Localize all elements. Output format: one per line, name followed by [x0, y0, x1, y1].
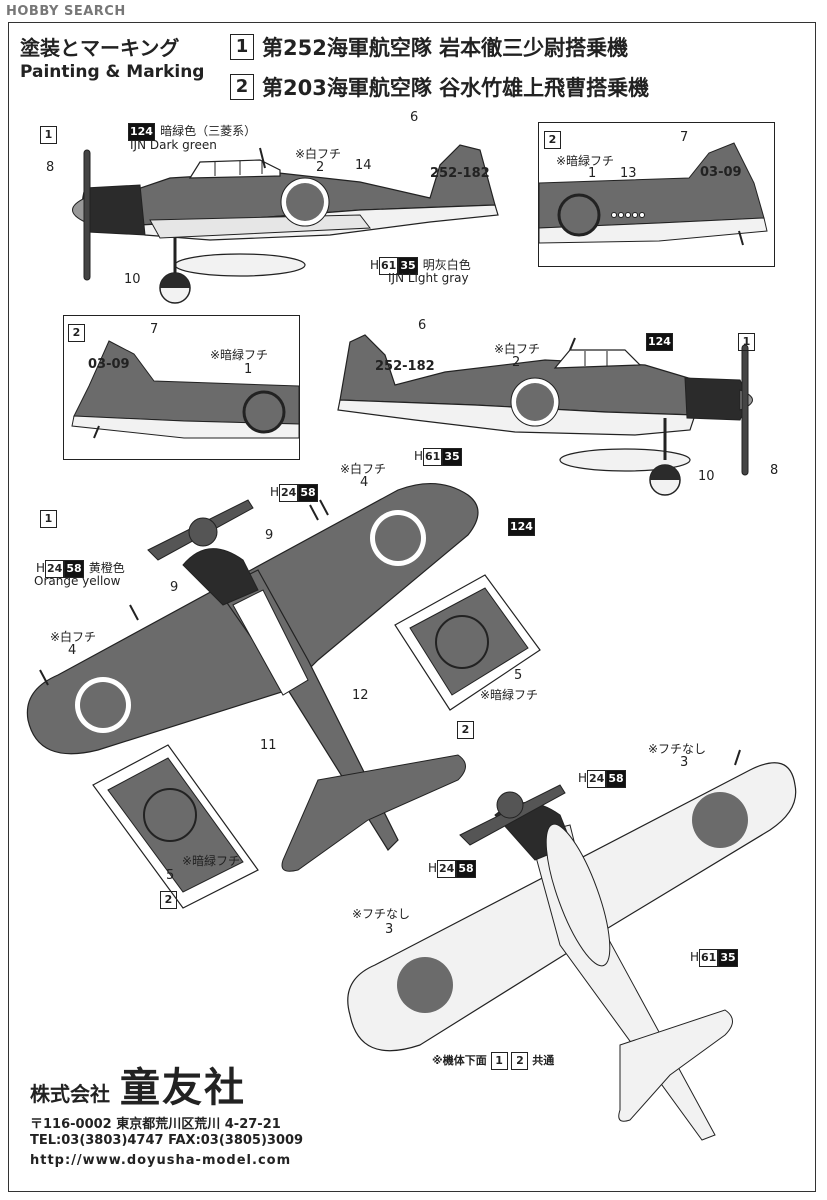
tail-code-2b: 03-09: [88, 357, 130, 372]
callout-7b: 7: [150, 322, 159, 337]
note-dark-border-a: ※暗緑フチ: [556, 154, 615, 168]
marking-tag-1b: 1: [738, 330, 755, 351]
note-white-border-c: ※白フチ: [340, 462, 387, 476]
note-no-border-b: ※フチなし: [352, 907, 411, 921]
note-white-border-b: ※白フチ: [494, 342, 541, 356]
paint-h35-code: 35: [398, 257, 418, 275]
note-dark-border-c: ※暗緑フチ: [480, 688, 539, 702]
marking-tag-1c: 1: [40, 507, 57, 528]
tail-code-2a: 03-09: [700, 165, 742, 180]
callout-9a: 9: [265, 528, 274, 543]
callout-9b: 9: [170, 580, 179, 595]
note-dark-border-b: ※暗緑フチ: [210, 348, 269, 362]
bottom-view: [347, 749, 797, 1141]
callout-3b: 3: [385, 922, 394, 937]
callout-4a: 4: [360, 475, 369, 490]
paint-code-124b-tag: 124: [646, 330, 673, 351]
callout-2b: 2: [512, 355, 521, 370]
paint-124-jp: 暗緑色（三菱系）: [160, 124, 257, 138]
tail-code-1a: 252-182: [430, 166, 490, 181]
note-white-border-a: ※白フチ: [295, 147, 342, 161]
paint-code-124c-tag: 124: [508, 515, 535, 536]
paint-code-124: 124: [128, 123, 155, 141]
marking-2-text: 第203海軍航空隊 谷水竹雄上飛曹搭乗機: [262, 76, 650, 100]
callout-4b: 4: [68, 643, 77, 658]
marking-1-title: 1 第252海軍航空隊 岩本徹三少尉搭乗機: [230, 32, 628, 62]
marking-tag-2c: 2: [457, 718, 474, 739]
callout-1a: 1: [588, 166, 597, 181]
top-view: [26, 482, 479, 872]
callout-12: 12: [352, 688, 369, 703]
inset-tail-2a: [538, 122, 775, 267]
callout-7a: 7: [680, 130, 689, 145]
company-url: http://www.doyusha-model.com: [30, 1153, 292, 1168]
callout-1b: 1: [244, 362, 253, 377]
callout-6a: 6: [410, 110, 419, 125]
marking-tag-2a: 2: [544, 128, 561, 149]
title-jp: 塗装とマーキング: [20, 36, 180, 60]
company-name: 株式会社 童友社: [30, 1055, 246, 1113]
marking-2-title: 2 第203海軍航空隊 谷水竹雄上飛曹搭乗機: [230, 72, 649, 102]
note-no-border-a: ※フチなし: [648, 742, 707, 756]
callout-5a: 5: [514, 668, 523, 683]
paint-h61-en: IJN Light gray: [388, 271, 469, 285]
note-dark-border-d: ※暗緑フチ: [182, 854, 241, 868]
marking-1-text: 第252海軍航空隊 岩本徹三少尉搭乗機: [262, 36, 629, 60]
side-view-left: 252-182: [72, 144, 499, 304]
callout-11: 11: [260, 738, 277, 753]
callout-14: 14: [355, 158, 372, 173]
callout-3a: 3: [680, 755, 689, 770]
tail-code-1b: 252-182: [375, 359, 435, 374]
paint-h61-prefix: H: [370, 258, 380, 272]
underside-note: ※機体下面 1 2 共通: [432, 1052, 554, 1070]
paint-h61-code: 61: [379, 257, 399, 275]
company-address: 〒116-0002 東京都荒川区荒川 4-27-21: [30, 1117, 281, 1132]
inset-tail-2b: [63, 315, 300, 460]
callout-2a: 2: [316, 160, 325, 175]
callout-8b: 8: [770, 463, 779, 478]
note-white-border-d: ※白フチ: [50, 630, 97, 644]
inset-wing-2a: [390, 570, 541, 720]
callout-10a: 10: [124, 272, 141, 287]
callout-8a: 8: [46, 160, 55, 175]
company-prefix: 株式会社: [30, 1082, 110, 1106]
paint-h24-en: Orange yellow: [34, 574, 121, 588]
callout-13: 13: [620, 166, 637, 181]
company-tel-fax: TEL:03(3803)4747 FAX:03(3805)3009: [30, 1133, 304, 1148]
marking-tag-2d: 2: [160, 888, 177, 909]
inset-wing-2b: [88, 740, 263, 910]
paint-h24-jp: 黄橙色: [88, 561, 125, 575]
company-logo-text: 童友社: [120, 1065, 246, 1111]
callout-5b: 5: [166, 868, 175, 883]
marking-tag-1a: 1: [40, 123, 57, 144]
page-frame: [8, 22, 816, 1192]
watermark: HOBBY SEARCH: [6, 4, 126, 19]
paint-124-en: IJN Dark green: [130, 138, 217, 152]
callout-124-group: 124 暗緑色（三菱系）: [128, 120, 256, 141]
marking-tag-2b: 2: [68, 321, 85, 342]
paint-h61-jp: 明灰白色: [422, 258, 471, 272]
side-view-right: 252-182: [337, 334, 753, 496]
title-en: Painting & Marking: [20, 62, 205, 82]
callout-6b: 6: [418, 318, 427, 333]
marking-2-number: 2: [230, 74, 254, 100]
callout-10b: 10: [698, 469, 715, 484]
marking-1-number: 1: [230, 34, 254, 60]
